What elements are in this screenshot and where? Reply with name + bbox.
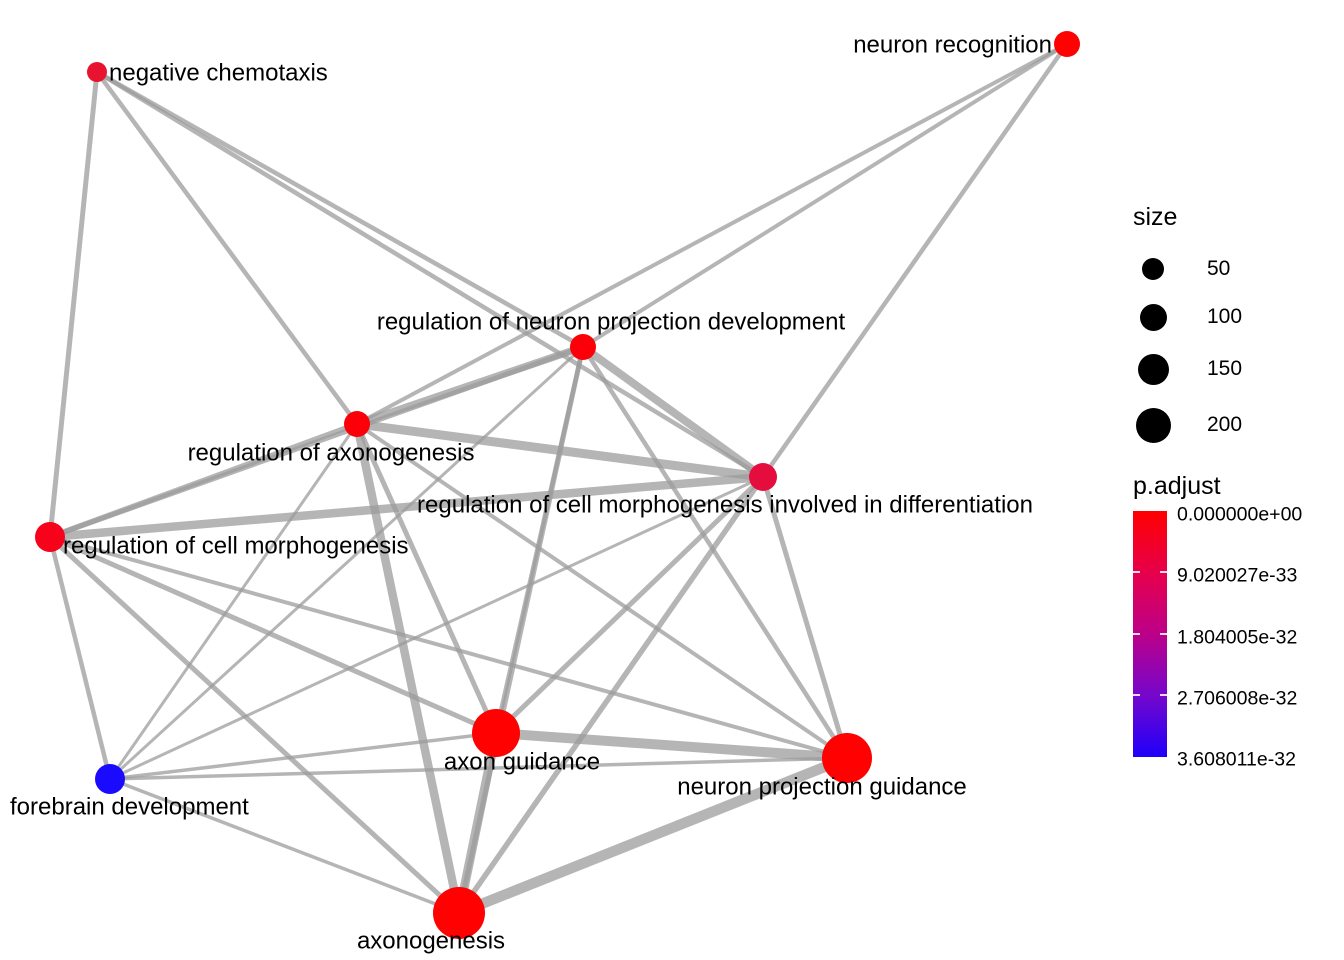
edge-axonogenesis--forebrain-development	[109, 777, 460, 915]
edge-neuron-recognition--regulation-of-neuron-projection-development	[581, 42, 1069, 349]
edge-neuron-recognition--regulation-of-cell-morphogenesis-involved-in-differentiation	[761, 42, 1069, 479]
node-axonogenesis	[433, 887, 485, 939]
gradient-tick	[1160, 633, 1167, 635]
edge-regulation-of-axonogenesis--forebrain-development	[108, 423, 359, 780]
size-legend-dot-100	[1139, 303, 1167, 331]
node-neuron-recognition	[1054, 31, 1080, 57]
edge-regulation-of-cell-morphogenesis--axon-guidance	[48, 534, 498, 736]
edges-layer	[47, 42, 1069, 918]
edge-regulation-of-cell-morphogenesis--forebrain-development	[47, 536, 113, 780]
padjust-gradient-bar	[1133, 511, 1167, 757]
size-legend: size 50 100 150 200	[1125, 203, 1340, 454]
gradient-tick	[1160, 694, 1167, 696]
node-axon-guidance	[472, 709, 520, 757]
node-forebrain-development	[95, 764, 125, 794]
node-neuron-projection-guidance	[822, 733, 872, 783]
padjust-tick-label: 9.020027e-33	[1177, 564, 1298, 587]
edge-regulation-of-cell-morphogenesis-involved-in-differentiation--neuron-projection-guidance	[760, 476, 850, 759]
node-label-regulation-of-neuron-projection-development: regulation of neuron projection developm…	[377, 309, 846, 336]
nodes-layer	[35, 31, 1080, 939]
size-legend-row: 50	[1125, 246, 1340, 292]
node-label-negative-chemotaxis: negative chemotaxis	[109, 60, 328, 87]
edge-neuron-projection-guidance--forebrain-development	[109, 756, 848, 781]
edge-regulation-of-neuron-projection-development--forebrain-development	[108, 345, 585, 781]
edge-regulation-of-cell-morphogenesis-involved-in-differentiation--axon-guidance	[494, 475, 765, 735]
node-label-regulation-of-cell-morphogenesis: regulation of cell morphogenesis	[63, 533, 409, 560]
node-label-regulation-of-cell-morphogenesis-involved-in-differentiation: regulation of cell morphogenesis involve…	[417, 492, 1033, 519]
edge-regulation-of-neuron-projection-development--regulation-of-cell-morphogenesis-involved-in-differentiation	[580, 343, 766, 481]
edge-negative-chemotaxis--regulation-of-axonogenesis	[95, 70, 359, 426]
edge-regulation-of-cell-morphogenesis--axonogenesis	[48, 535, 461, 915]
edge-negative-chemotaxis--regulation-of-neuron-projection-development	[95, 70, 585, 349]
edge-axon-guidance--axonogenesis	[454, 732, 501, 914]
padjust-tick-label: 3.608011e-32	[1177, 748, 1296, 771]
node-regulation-of-cell-morphogenesis-involved-in-differentiation	[749, 463, 777, 491]
size-legend-label-200: 200	[1207, 413, 1243, 436]
edge-regulation-of-cell-morphogenesis-involved-in-differentiation--regulation-of-cell-morphogenesis	[49, 472, 764, 542]
size-legend-dot-50	[1142, 258, 1164, 280]
edge-regulation-of-cell-morphogenesis--neuron-projection-guidance	[49, 535, 848, 760]
labels-layer: negative chemotaxis neuron recognition reg…	[10, 32, 1052, 955]
edge-regulation-of-neuron-projection-development--neuron-projection-guidance	[581, 345, 849, 760]
edge-neuron-projection-guidance--axonogenesis	[457, 753, 849, 918]
node-label-forebrain-development: forebrain development	[10, 794, 249, 821]
padjust-legend: p.adjust 0.000000e+00 9.020027e-33 1.804…	[1125, 472, 1344, 771]
node-label-axon-guidance: axon guidance	[444, 749, 600, 776]
edge-regulation-of-axonogenesis--regulation-of-cell-morphogenesis	[49, 421, 358, 540]
edge-negative-chemotaxis--regulation-of-cell-morphogenesis	[47, 71, 100, 538]
edge-regulation-of-cell-morphogenesis-involved-in-differentiation--axonogenesis	[456, 475, 766, 915]
size-legend-row: 100	[1125, 292, 1340, 342]
node-negative-chemotaxis	[87, 62, 107, 82]
node-regulation-of-neuron-projection-development	[570, 334, 596, 360]
edge-regulation-of-axonogenesis--regulation-of-cell-morphogenesis-involved-in-differentiation	[356, 419, 764, 482]
node-label-neuron-recognition: neuron recognition	[853, 32, 1052, 59]
size-legend-dot-200	[1135, 407, 1171, 443]
padjust-tick-label: 1.804005e-32	[1177, 626, 1298, 649]
size-legend-row: 150	[1125, 342, 1340, 396]
node-label-axonogenesis: axonogenesis	[357, 928, 505, 955]
gradient-tick	[1160, 571, 1167, 573]
size-legend-dot-150	[1137, 353, 1169, 385]
edge-axon-guidance--neuron-projection-guidance	[495, 728, 848, 763]
padjust-gradient-wrap: 0.000000e+00 9.020027e-33 1.804005e-32 2…	[1133, 504, 1344, 771]
edge-neuron-recognition--regulation-of-axonogenesis	[356, 42, 1068, 426]
gradient-tick	[1133, 571, 1140, 573]
node-label-neuron-projection-guidance: neuron projection guidance	[677, 774, 967, 801]
gradient-tick	[1133, 633, 1140, 635]
size-legend-label-100: 100	[1207, 305, 1243, 328]
gradient-tick	[1133, 694, 1140, 696]
padjust-tick-label: 0.000000e+00	[1177, 503, 1303, 526]
node-regulation-of-axonogenesis	[344, 411, 370, 437]
size-legend-title: size	[1133, 203, 1178, 231]
edge-regulation-of-axonogenesis--axon-guidance	[354, 422, 499, 735]
edge-regulation-of-axonogenesis--neuron-projection-guidance	[355, 422, 849, 760]
size-legend-label-50: 50	[1207, 257, 1231, 280]
edge-axon-guidance--forebrain-development	[109, 731, 497, 781]
padjust-legend-title: p.adjust	[1133, 472, 1221, 500]
size-legend-label-150: 150	[1207, 357, 1243, 380]
size-legend-row: 200	[1125, 396, 1340, 454]
node-regulation-of-cell-morphogenesis	[35, 522, 65, 552]
edge-negative-chemotaxis--regulation-of-cell-morphogenesis-involved-in-differentiation	[95, 70, 765, 479]
padjust-tick-label: 2.706008e-32	[1177, 687, 1298, 710]
edge-regulation-of-cell-morphogenesis-involved-in-differentiation--forebrain-development	[109, 475, 764, 781]
node-label-regulation-of-axonogenesis: regulation of axonogenesis	[188, 440, 475, 467]
